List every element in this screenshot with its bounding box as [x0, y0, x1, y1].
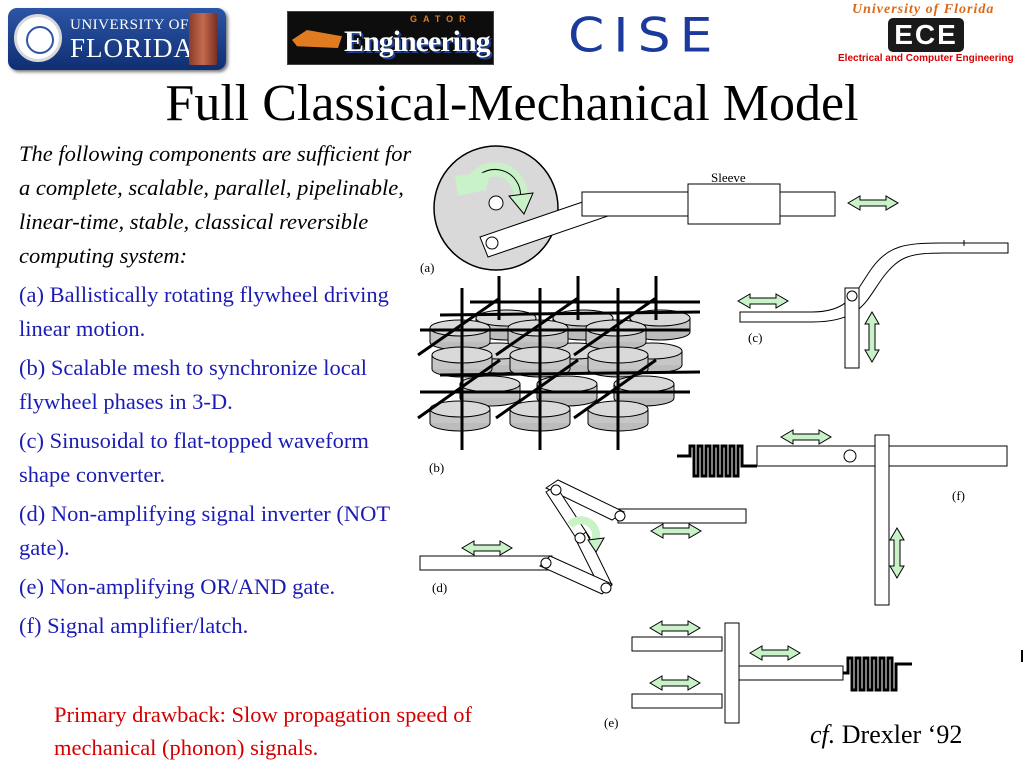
gate-input-bar-bottom: [631, 693, 723, 709]
gator-engineering-logo: GATOR Engineering: [287, 11, 494, 65]
citation-ref: Drexler ‘92: [835, 720, 963, 749]
spring-icon: [677, 444, 757, 478]
diagram-d-inverter: [419, 479, 747, 595]
gate-output-bar: [738, 665, 844, 681]
label-d: (d): [432, 580, 448, 595]
ece-logo: University of Florida ECE Electrical and…: [838, 2, 1014, 66]
spring-icon-e: [843, 656, 912, 692]
label-f: (f): [952, 488, 965, 503]
latch-post: [874, 434, 890, 606]
ece-logo-uf-text: University of Florida: [852, 2, 995, 17]
label-a: (a): [420, 260, 435, 275]
diagram-c-shape-converter: [737, 240, 1009, 369]
sleeve: [687, 183, 781, 225]
item-e: (e) Non-amplifying OR/AND gate.: [19, 574, 336, 599]
slide-title: Full Classical-Mechanical Model: [165, 75, 859, 132]
uf-seal-icon: [14, 14, 62, 62]
diagram-a-flywheel: [433, 145, 899, 271]
converter-track: [739, 242, 1009, 323]
item-a: (a) Ballistically rotating flywheel driv…: [19, 282, 389, 341]
diagram-e-or-and-gate: [631, 620, 1023, 724]
item-c: (c) Sinusoidal to flat-topped waveform s…: [19, 428, 369, 487]
intro-text: The following components are sufficient …: [19, 141, 412, 268]
uf-logo-line2: FLORIDA: [70, 33, 195, 63]
inverter-input-bar: [419, 555, 553, 571]
gator-icon: [292, 30, 342, 48]
label-e: (e): [604, 715, 619, 730]
item-f: (f) Signal amplifier/latch.: [19, 613, 249, 638]
engineering-logo-text: Engineering: [344, 25, 491, 58]
inverter-output-bar: [617, 508, 747, 524]
university-of-florida-logo: UNIVERSITY OF FLORIDA: [8, 8, 226, 70]
gator-logo-small-text: GATOR: [410, 14, 472, 24]
text-column: The following components are sufficient …: [19, 137, 419, 648]
item-b: (b) Scalable mesh to synchronize local f…: [19, 355, 368, 414]
diagram-f-amplifier-latch: [677, 429, 1008, 606]
label-sleeve: Sleeve: [711, 170, 746, 185]
drawback-note: Primary drawback: Slow propagation speed…: [54, 702, 473, 760]
diagram-b-flywheel-mesh: [417, 276, 701, 450]
label-b: (b): [429, 460, 445, 475]
ece-logo-mark: ECE: [888, 18, 964, 52]
label-c: (c): [748, 330, 763, 345]
converter-follower: [844, 287, 860, 369]
citation: cf. Drexler ‘92: [810, 720, 962, 750]
gate-plate: [724, 622, 740, 724]
item-d: (d) Non-amplifying signal inverter (NOT …: [19, 501, 390, 560]
citation-cf: cf.: [810, 720, 836, 749]
ece-logo-subtitle: Electrical and Computer Engineering: [838, 53, 1014, 64]
cise-logo: CISE: [568, 9, 722, 63]
uf-logo-line1: UNIVERSITY OF: [70, 17, 189, 33]
gate-input-bar-top: [631, 636, 723, 652]
century-tower-icon: [189, 13, 217, 65]
